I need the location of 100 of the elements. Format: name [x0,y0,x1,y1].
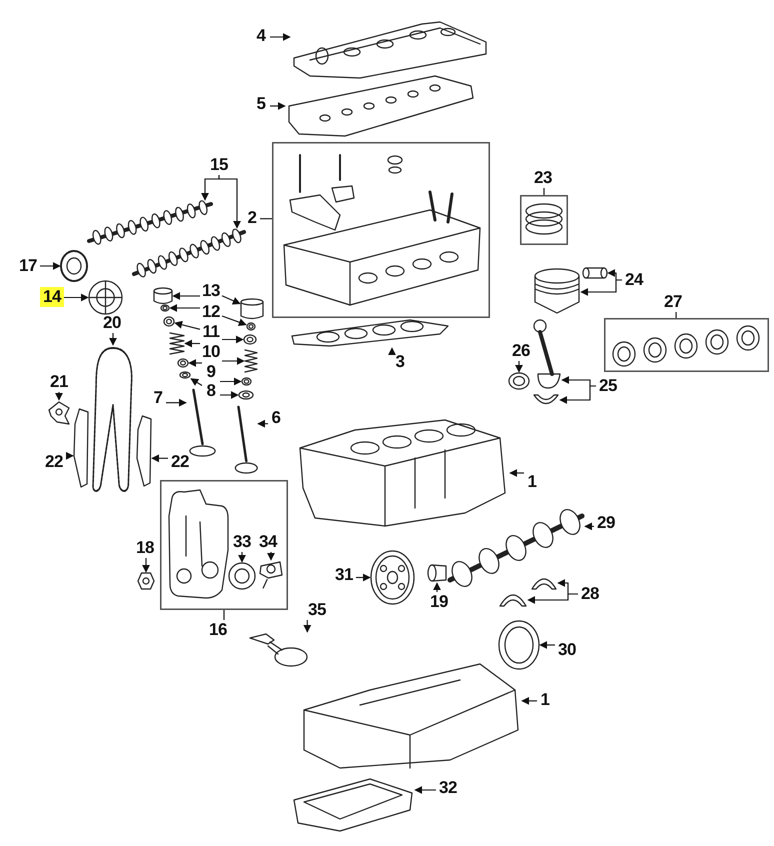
spring-retainer-drawing [243,334,257,345]
callout-number: 30 [555,640,579,660]
callout-number: 1 [537,690,553,710]
leader-line [220,378,242,386]
leader-line [676,312,677,318]
callout-number: 9 [202,362,220,382]
leader-line [260,218,272,220]
leader-line [267,552,275,561]
callout-number: 35 [305,600,329,620]
leader-line [543,188,545,195]
callout-number: 22 [168,452,192,472]
leader-line [521,696,537,705]
leader-line [222,357,245,365]
leader-line [142,558,150,573]
tappet-drawing [153,287,173,305]
pulley-drawing [370,550,415,605]
bearing-shell-drawing [508,372,530,390]
camshaft-drawing [130,228,248,278]
callout-number: 22 [42,452,66,472]
callout-number: 18 [133,538,157,558]
callout-number: 16 [206,620,230,640]
callout-number: 8 [202,381,220,401]
valve-spring-drawing [169,331,185,356]
tappet-drawing [240,298,264,320]
leader-line [509,469,524,477]
nut-drawing [137,572,155,590]
leader-line [166,398,187,407]
leader-line [172,292,200,300]
callout-number: 23 [532,168,554,188]
group-frame [160,480,288,610]
callout-number: 14 [40,287,64,307]
leader-line [356,574,371,582]
callout-number: 28 [578,584,602,604]
leader-line [190,378,202,386]
leader-line [433,582,441,592]
leader-line [222,336,244,344]
spring-retainer-drawing [163,316,175,327]
callout-number: 33 [230,532,254,552]
leader-line [539,641,555,649]
leader-line [222,295,241,304]
chain-guide-drawing [73,408,89,488]
callout-number: 10 [200,342,222,362]
head-gasket-drawing [290,318,450,348]
spring-seat-drawing [238,390,254,400]
leader-line [559,385,596,404]
callout-number: 17 [16,256,40,276]
callout-number: 32 [436,778,460,798]
leader-line [388,347,396,356]
leader-line [109,333,117,346]
oil-strainer-drawing [248,632,308,668]
spring-seat-drawing [179,371,191,379]
callout-number: 31 [332,565,356,585]
leader-line [515,361,523,373]
cam-gear-drawing [88,280,123,315]
leader-line [414,786,436,794]
valve-spring-drawing [244,348,258,374]
callout-number: 11 [200,322,222,342]
callout-number: 21 [48,372,70,392]
valve-keeper-drawing [246,322,256,331]
callout-number: 7 [150,388,166,408]
callout-number: 15 [208,155,230,175]
leader-line [174,320,200,330]
callout-number: 29 [594,513,618,533]
pump-rotor-drawing [228,562,256,590]
callout-number: 20 [100,313,124,333]
leader-line [303,620,312,633]
callout-number: 27 [662,292,684,312]
callout-number: 13 [200,281,222,301]
leader-line [66,452,74,460]
callout-number: 24 [622,270,646,290]
leader-line [184,340,200,348]
crank-gear-drawing [426,563,448,583]
callout-number: 5 [252,94,270,114]
callout-number: 26 [510,341,532,361]
leader-line [151,454,168,462]
piston-pin-drawing [582,266,608,280]
leader-line [188,359,202,367]
leader-line [257,420,268,428]
leader-line [580,279,622,296]
sprocket-drawing [60,250,88,282]
crankshaft-drawing [448,508,585,588]
leader-line [270,33,291,41]
valve-drawing [232,405,258,475]
valve-seal-drawing [241,377,252,386]
camshaft-drawing [85,200,215,245]
leader-line [55,392,63,401]
leader-line [218,175,241,229]
callout-number: 2 [244,208,260,228]
leader-line [270,102,286,110]
piston-drawing [533,268,581,314]
valve-keeper-drawing [160,304,170,312]
leader-line [584,522,594,530]
oil-seal-drawing [498,620,540,670]
callout-number: 25 [596,376,620,396]
callout-number: 4 [252,26,270,46]
tensioner-drawing [47,400,71,426]
callout-number: 19 [428,592,450,612]
leader-line [40,262,61,270]
leader-line [222,315,247,326]
leader-line [169,304,200,312]
